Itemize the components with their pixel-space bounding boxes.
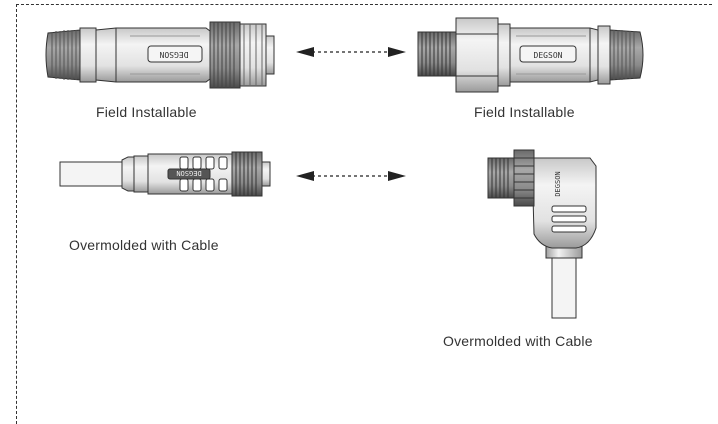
brand-text: DEGSON	[554, 171, 562, 196]
brand-text: DEGSON	[176, 169, 201, 177]
caption-bottom-right: Overmolded with Cable	[443, 333, 593, 349]
brand-text: DEGSON	[159, 50, 188, 59]
connector-top-right: DEGSON	[417, 17, 644, 93]
connector-bottom-right: DEGSON	[487, 149, 597, 319]
diagram-canvas: DEGSON	[45, 17, 644, 319]
dashed-frame	[16, 4, 712, 424]
brand-text: DEGSON	[534, 51, 563, 60]
caption-top-left: Field Installable	[96, 104, 197, 120]
caption-top-right: Field Installable	[474, 104, 575, 120]
caption-bottom-left: Overmolded with Cable	[69, 237, 219, 253]
connector-bottom-left: DEGSON	[59, 151, 271, 197]
connection-arrow-bottom	[296, 171, 406, 181]
connector-top-left: DEGSON	[45, 21, 275, 89]
connection-arrow-top	[296, 47, 406, 57]
